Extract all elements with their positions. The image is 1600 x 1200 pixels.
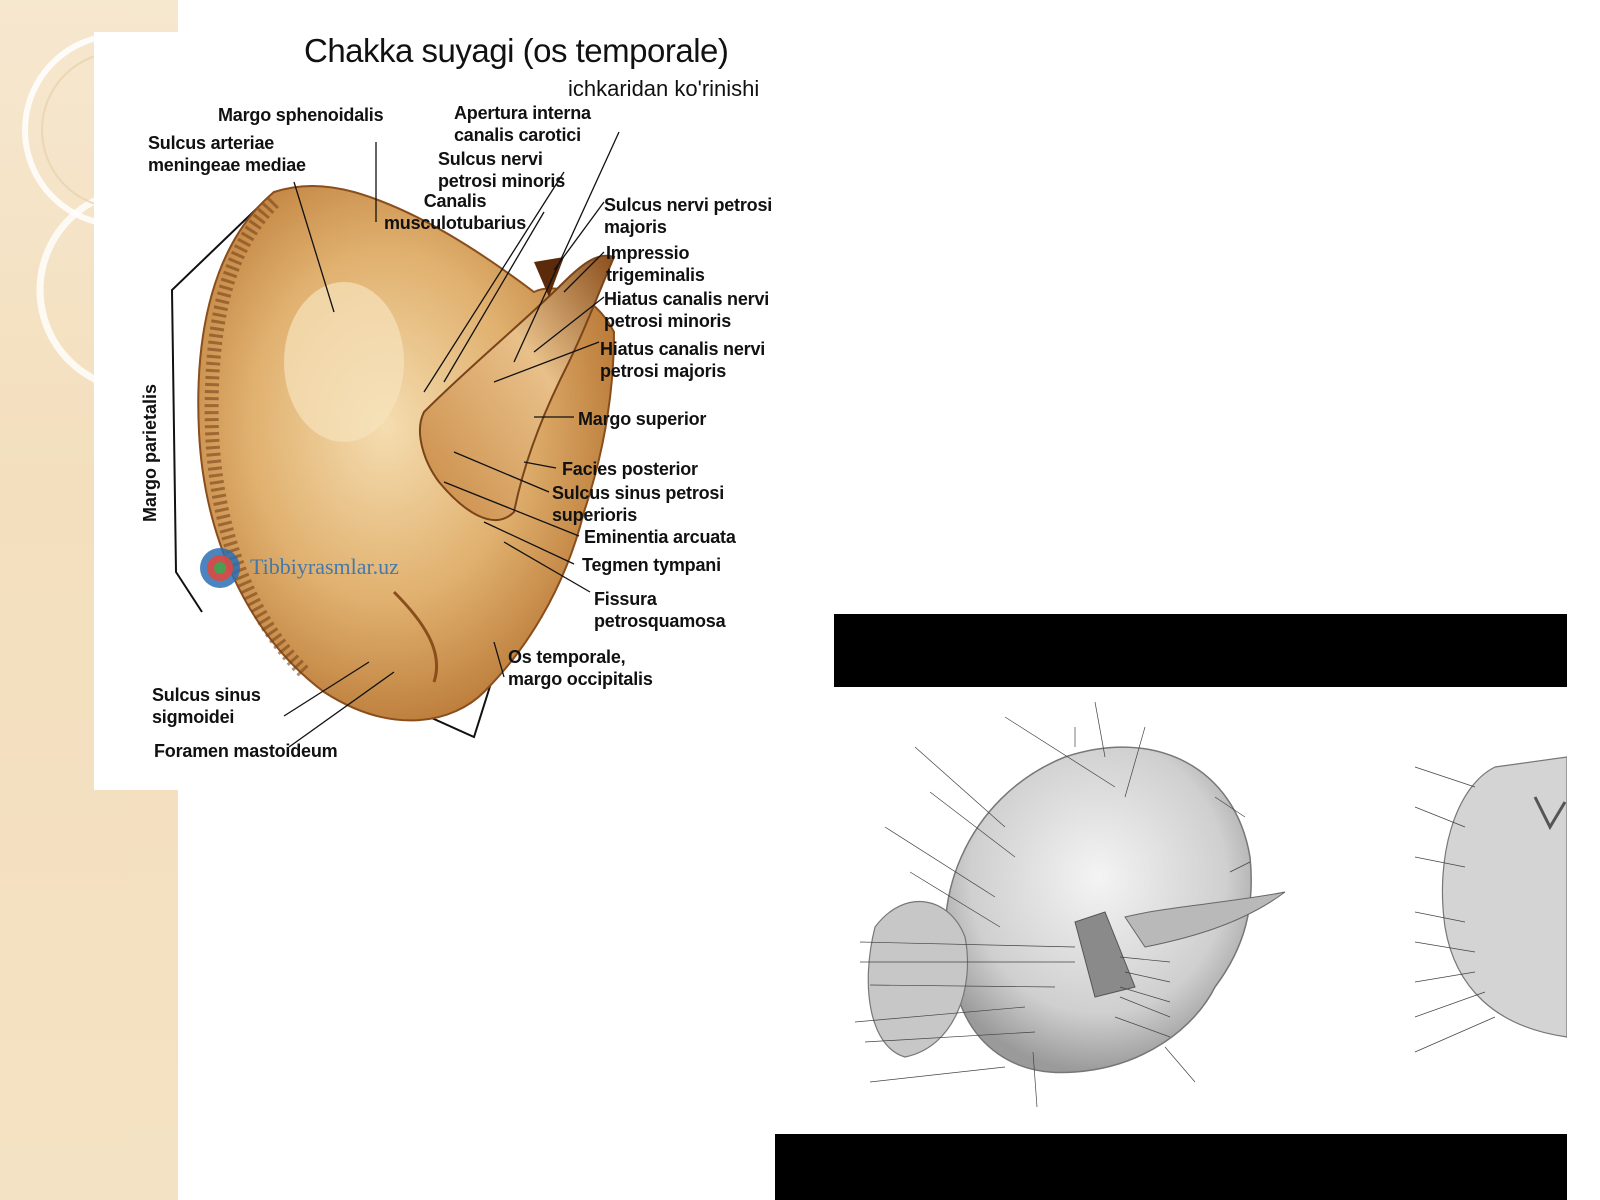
skull-figure (775, 614, 1567, 1200)
label-impressio-trigeminalis: Impressio trigeminalis (606, 243, 705, 285)
label-os-temporale-margo-occipitalis: Os temporale, margo occipitalis (508, 647, 653, 689)
label-canalis-musculotubarius: Canalis musculotubarius (384, 191, 527, 233)
temporal-bone-illustration (170, 131, 620, 748)
label-hiatus-majoris: Hiatus canalis nervi petrosi majoris (600, 339, 766, 381)
skull-illustration-area (775, 687, 1567, 1134)
watermark-logo: Tibbiyrasmlar.uz (194, 544, 454, 592)
label-sulcus-sinus-sigmoidei: Sulcus sinus sigmoidei (152, 685, 261, 727)
label-margo-superior: Margo superior (578, 409, 707, 429)
watermark-text: Tibbiyrasmlar.uz (250, 554, 399, 579)
label-margo-parietalis: Margo parietalis (140, 383, 160, 522)
label-eminentia-arcuata: Eminentia arcuata (584, 527, 736, 547)
black-bar-top (834, 614, 1567, 687)
label-apertura-interna: Apertura interna canalis carotici (454, 103, 591, 145)
figure-subtitle: ichkaridan ko'rinishi (568, 76, 760, 101)
label-sulcus-nervi-petrosi-minoris: Sulcus nervi petrosi minoris (438, 149, 566, 191)
figure-title: Chakka suyagi (os temporale) (304, 32, 729, 69)
temporal-bone-figure: Chakka suyagi (os temporale) ichkaridan … (94, 32, 824, 790)
label-sulcus-sinus-petrosi: Sulcus sinus petrosi superioris (552, 483, 725, 525)
skull-illustration (854, 701, 1567, 1108)
label-margo-sphenoidalis: Margo sphenoidalis (218, 105, 384, 125)
label-tegmen-tympani: Tegmen tympani (582, 555, 721, 575)
label-sulcus-arteriae: Sulcus arteriae meningeae mediae (148, 133, 306, 175)
label-facies-posterior: Facies posterior (562, 459, 698, 479)
label-foramen-mastoideum: Foramen mastoideum (154, 741, 338, 761)
label-fissura-petrosquamosa: Fissura petrosquamosa (594, 589, 726, 631)
black-bar-bottom (775, 1134, 1567, 1200)
label-hiatus-minoris: Hiatus canalis nervi petrosi minoris (604, 289, 770, 331)
label-sulcus-nervi-petrosi-majoris: Sulcus nervi petrosi majoris (604, 195, 773, 237)
